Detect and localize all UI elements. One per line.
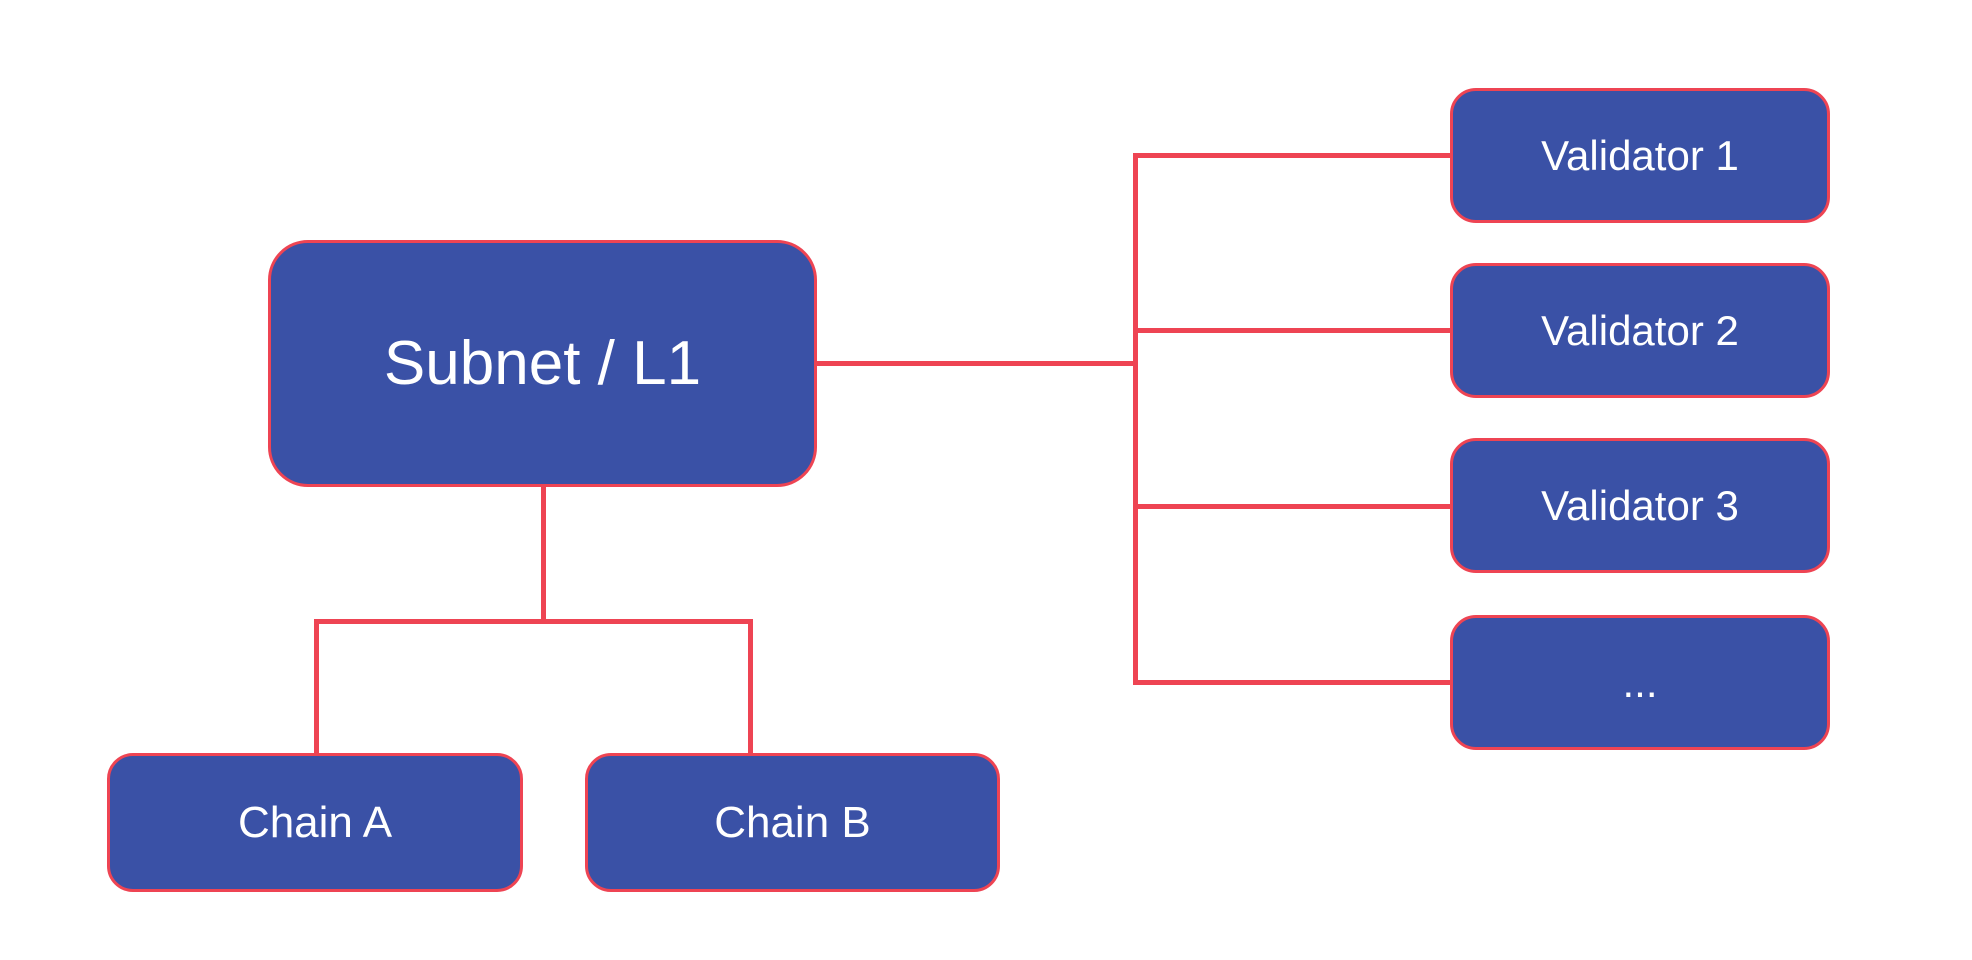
node-subnet-l1: Subnet / L1 (268, 240, 817, 487)
node-chain-a: Chain A (107, 753, 523, 892)
connector-branch-validator-2 (1135, 327, 1450, 333)
node-subnet-l1-label: Subnet / L1 (383, 328, 702, 398)
connector-branch-validator-3 (1135, 503, 1450, 509)
node-validator-more: ... (1450, 615, 1830, 750)
node-validator-2-label: Validator 2 (1541, 306, 1739, 354)
node-validator-more-label: ... (1622, 658, 1658, 706)
connector-subnet-down (540, 487, 546, 623)
connector-branch-validator-1 (1135, 152, 1450, 158)
connector-drop-chain-a (313, 621, 319, 753)
node-chain-b: Chain B (585, 753, 1000, 892)
connector-validator-trunk (1132, 152, 1138, 685)
node-validator-2: Validator 2 (1450, 263, 1830, 398)
node-validator-3: Validator 3 (1450, 438, 1830, 573)
node-chain-a-label: Chain A (237, 797, 393, 847)
connector-drop-chain-b (747, 621, 753, 753)
node-validator-3-label: Validator 3 (1541, 481, 1739, 529)
connector-branch-more (1135, 679, 1450, 685)
node-validator-1: Validator 1 (1450, 88, 1830, 223)
connector-chains-crossbar (313, 618, 753, 624)
node-validator-1-label: Validator 1 (1541, 131, 1739, 179)
connector-subnet-to-trunk (817, 360, 1138, 366)
node-chain-b-label: Chain B (714, 797, 871, 847)
